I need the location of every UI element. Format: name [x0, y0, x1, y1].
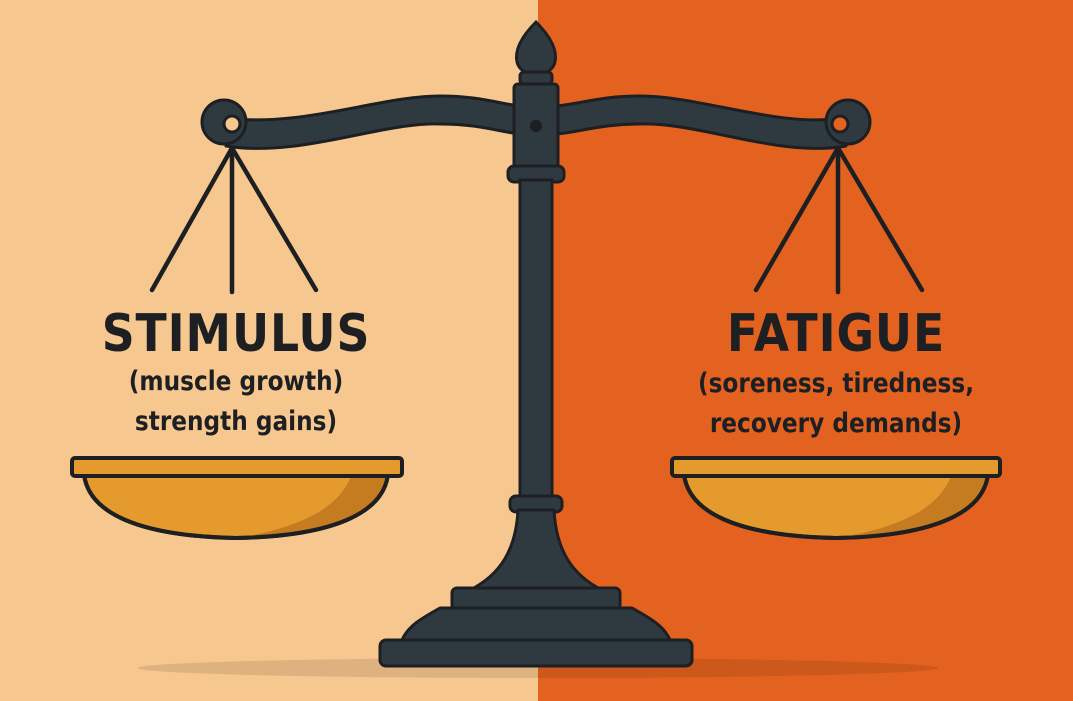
ground-shadow [138, 658, 938, 678]
stimulus-line-1: (muscle growth) [128, 366, 344, 397]
fatigue-line-1: (soreness, tiredness, [697, 368, 975, 399]
beam-end-left [200, 98, 248, 146]
base-tier-bottom [378, 638, 694, 668]
left-strings [149, 145, 319, 295]
scale-column [518, 178, 554, 502]
beam-end-right [824, 98, 872, 146]
finial-collar [518, 70, 554, 86]
left-pan [70, 456, 404, 540]
right-pan [670, 456, 1002, 540]
base-tier-middle [400, 606, 672, 642]
right-strings [753, 145, 925, 295]
stimulus-heading: STIMULUS [101, 304, 371, 364]
fatigue-heading: FATIGUE [726, 304, 946, 364]
fatigue-line-2: recovery demands) [709, 408, 963, 439]
stimulus-line-2: strength gains) [134, 406, 338, 437]
pivot-bolt [530, 120, 542, 132]
